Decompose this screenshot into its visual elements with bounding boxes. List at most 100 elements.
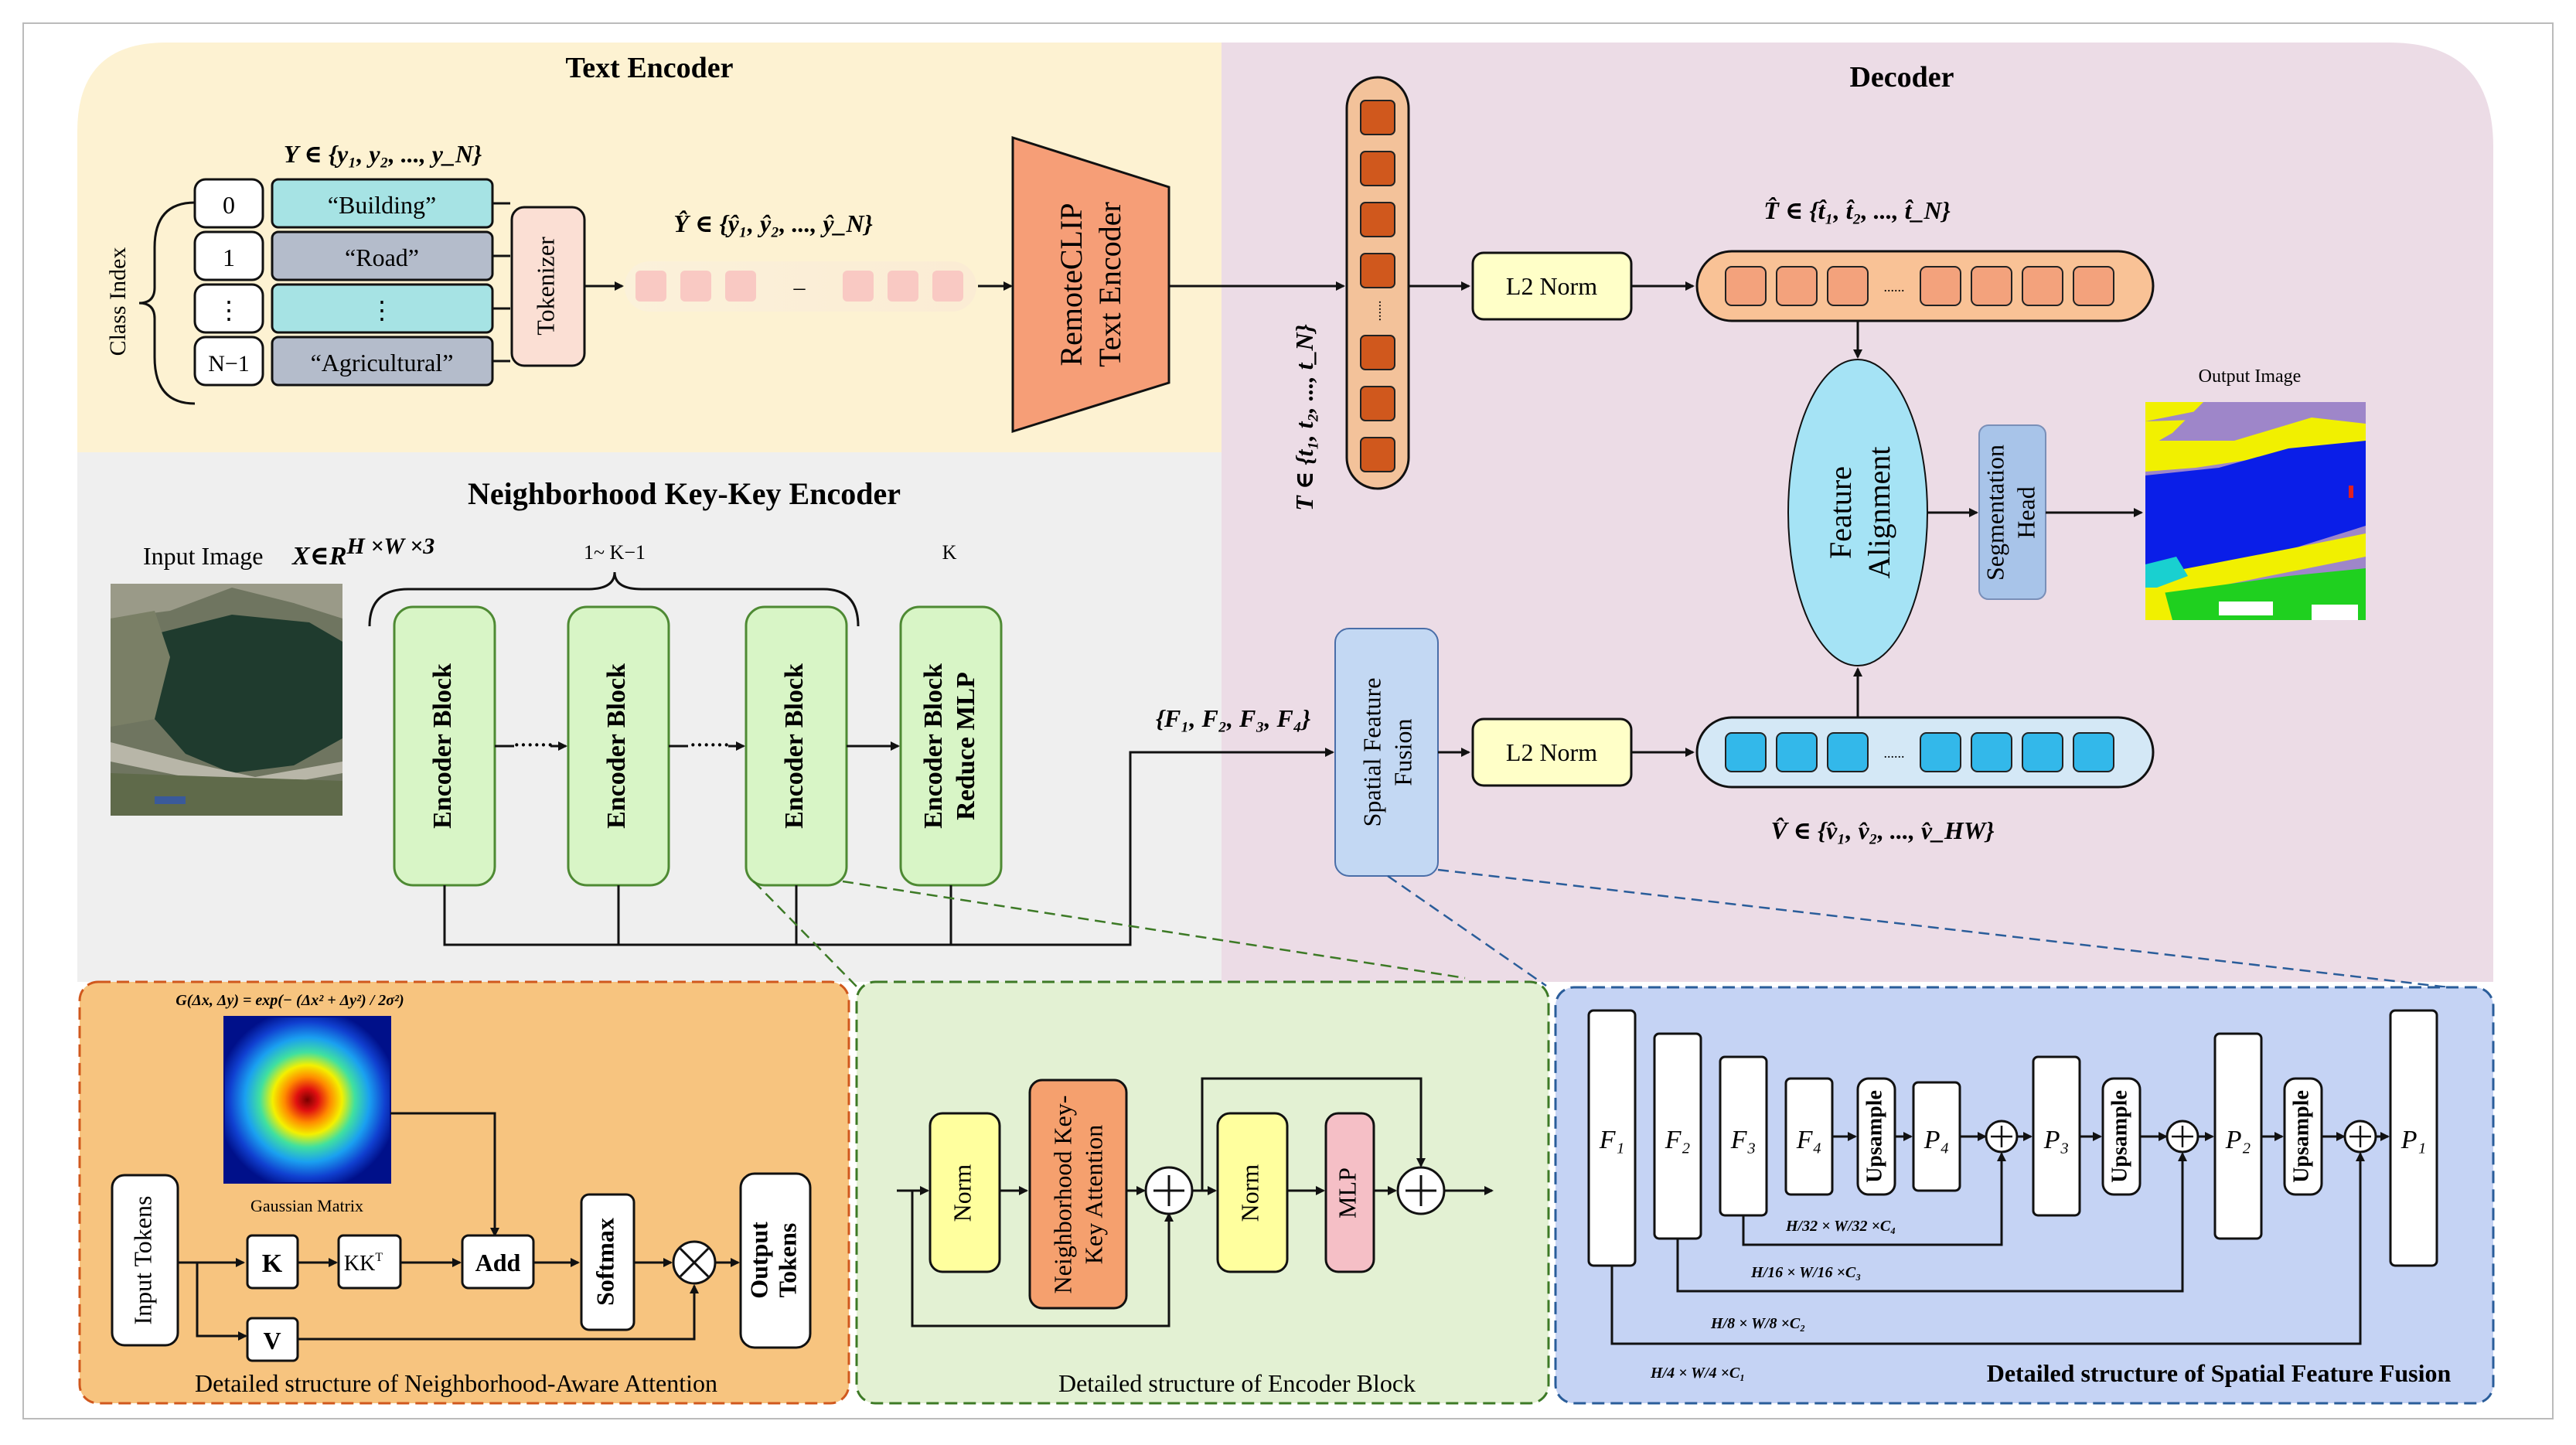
k-label: K bbox=[262, 1249, 283, 1278]
sff-label-2: Fusion bbox=[1389, 718, 1416, 786]
input-image-label: Input Image bbox=[143, 542, 264, 570]
clip-label-line1: RemoteCLIP bbox=[1054, 203, 1089, 366]
p2-label: P₂ bbox=[2225, 1126, 2251, 1154]
p1-label: P₁ bbox=[2401, 1126, 2427, 1154]
feature-path bbox=[443, 748, 1334, 946]
l2-norm-bottom-label: L2 Norm bbox=[1506, 738, 1597, 766]
output-tokens-label-2: Tokens bbox=[773, 1223, 801, 1298]
p3-label: P₃ bbox=[2043, 1126, 2070, 1154]
mlp-box bbox=[1324, 1112, 1375, 1273]
range-label: 1~ K−1 bbox=[584, 541, 646, 564]
v-label: V bbox=[263, 1327, 281, 1355]
dim-label-4: H/32 × W/32 ×C₄ bbox=[1785, 1218, 1896, 1235]
add-label: Add bbox=[475, 1249, 521, 1276]
t-hat-dots: ...... bbox=[1884, 279, 1905, 295]
class-index-brace bbox=[138, 201, 196, 405]
encoder-block-2-label: Encoder Block bbox=[602, 663, 631, 829]
tokenizer-label: Tokenizer bbox=[531, 237, 559, 336]
sff-add-icons bbox=[1985, 1120, 2377, 1154]
encoder-block-1-label: Encoder Block bbox=[428, 663, 457, 829]
feature-alignment-label-1: Feature bbox=[1823, 466, 1858, 559]
t-hat-token-cells bbox=[1725, 266, 2114, 306]
input-tokens-box bbox=[111, 1174, 179, 1347]
upsample-label-3: Upsample bbox=[2289, 1090, 2313, 1183]
nka-box bbox=[1028, 1079, 1128, 1310]
class-set-label: Y ∈ {y₁, y₂, ..., y_N} bbox=[284, 140, 482, 168]
t-hat-set-label: T̂ ∈ {t̂₁, t̂₂, ..., t̂_N} bbox=[1763, 196, 1951, 224]
block-dots-1: ······ bbox=[513, 734, 554, 756]
upsample-label-2: Upsample bbox=[2107, 1090, 2131, 1183]
sff-caption: Detailed structure of Spatial Feature Fu… bbox=[1987, 1359, 2452, 1387]
v-hat-dots: ...... bbox=[1884, 745, 1905, 761]
class-index-n: N−1 bbox=[208, 351, 250, 377]
f1-label: F₁ bbox=[1599, 1126, 1625, 1154]
k-label: K bbox=[942, 541, 957, 564]
seg-head-label-2: Head bbox=[2012, 486, 2039, 539]
sff-label-1: Spatial Feature bbox=[1358, 678, 1385, 827]
decoder-title: Decoder bbox=[1849, 61, 1954, 94]
l2-norm-top-label: L2 Norm bbox=[1506, 272, 1597, 300]
enc-norm2-label: Norm bbox=[1235, 1164, 1263, 1222]
class-name-building: “Building” bbox=[328, 191, 436, 219]
v-hat-token-cells bbox=[1725, 732, 2114, 772]
class-name-road: “Road” bbox=[345, 244, 419, 271]
remoteclip-text-encoder bbox=[1011, 135, 1170, 434]
dim-label-2: H/8 × W/8 ×C₂ bbox=[1710, 1315, 1805, 1332]
nka-label-2: Key Attention bbox=[1079, 1125, 1107, 1264]
outer-frame bbox=[22, 22, 2554, 1419]
feature-alignment-label-2: Alignment bbox=[1862, 446, 1896, 578]
clip-label-line2: Text Encoder bbox=[1092, 202, 1127, 367]
input-satellite-image bbox=[111, 584, 342, 816]
f3-label: F₃ bbox=[1730, 1126, 1757, 1154]
input-tokens-label: Input Tokens bbox=[128, 1196, 156, 1325]
kkt-label: KKT bbox=[344, 1251, 383, 1276]
reduce-block-label-2: Reduce MLP bbox=[952, 672, 980, 820]
attention-caption: Detailed structure of Neighborhood-Aware… bbox=[195, 1369, 717, 1397]
spatial-feature-fusion bbox=[1334, 628, 1439, 877]
t-column-dots: ...... bbox=[1368, 301, 1384, 322]
input-formula: X∈RH ×W ×3 bbox=[291, 533, 434, 571]
dim-label-3: H/16 × W/16 ×C₃ bbox=[1750, 1264, 1861, 1281]
encoder-block-3-label: Encoder Block bbox=[780, 663, 809, 829]
token-set-label: Ŷ ∈ {ŷ₁, ŷ₂, ..., ŷ_N} bbox=[673, 210, 873, 237]
enc-norm2-box bbox=[1216, 1112, 1289, 1273]
text-encoder-title: Text Encoder bbox=[565, 52, 733, 84]
output-tokens-label-1: Output bbox=[745, 1222, 772, 1299]
class-name-list: “Building” “Road” ⋮ “Agricultural” bbox=[271, 178, 494, 387]
output-segmentation-image bbox=[2145, 402, 2366, 620]
class-index-list: 0 1 ⋮ N−1 bbox=[193, 178, 264, 387]
encoder-block-caption: Detailed structure of Encoder Block bbox=[1058, 1369, 1416, 1397]
gaussian-label: Gaussian Matrix bbox=[250, 1196, 363, 1215]
reduce-block-label-1: Encoder Block bbox=[919, 663, 948, 829]
p1-box bbox=[2389, 1009, 2438, 1267]
class-name-agricultural: “Agricultural” bbox=[311, 349, 454, 377]
gaussian-matrix bbox=[223, 1016, 391, 1184]
t-token-cells bbox=[1360, 100, 1395, 472]
class-index-0: 0 bbox=[223, 191, 235, 219]
f2-label: F₂ bbox=[1665, 1126, 1691, 1154]
class-index-label: Class Index bbox=[105, 247, 131, 356]
seg-head-label-1: Segmentation bbox=[1981, 445, 2009, 581]
block-dots-2: ······ bbox=[690, 734, 730, 756]
enc-norm1-label: Norm bbox=[948, 1164, 976, 1222]
p4-label: P₄ bbox=[1923, 1126, 1950, 1154]
f4-label: F₄ bbox=[1796, 1126, 1822, 1154]
t-set-label: T ∈ {t₁, t₂, ..., t_N} bbox=[1290, 324, 1318, 511]
features-label: {F₁, F₂, F₃, F₄} bbox=[1156, 704, 1310, 732]
gaussian-formula: G(Δx, Δy) = exp(− (Δx² + Δy²) / 2σ²) bbox=[175, 992, 404, 1009]
token-dots: – bbox=[793, 274, 806, 300]
output-tokens-box bbox=[739, 1172, 812, 1349]
dim-label-1: H/4 × W/4 ×C₁ bbox=[1650, 1365, 1745, 1382]
nkk-encoder-title: Neighborhood Key-Key Encoder bbox=[468, 476, 901, 511]
enc-norm1-box bbox=[929, 1112, 1001, 1273]
v-hat-set-label: V̂ ∈ {v̂₁, v̂₂, ..., v̂_HW} bbox=[1771, 816, 1995, 844]
class-index-2: ⋮ bbox=[216, 296, 241, 324]
token-cells bbox=[635, 271, 963, 302]
class-name-dots: ⋮ bbox=[370, 296, 394, 324]
class-index-1: 1 bbox=[223, 244, 235, 271]
mlp-label: MLP bbox=[1333, 1167, 1361, 1218]
block-brace bbox=[368, 571, 860, 627]
nka-label-1: Neighborhood Key- bbox=[1048, 1096, 1076, 1294]
output-image-label: Output Image bbox=[2199, 366, 2302, 387]
